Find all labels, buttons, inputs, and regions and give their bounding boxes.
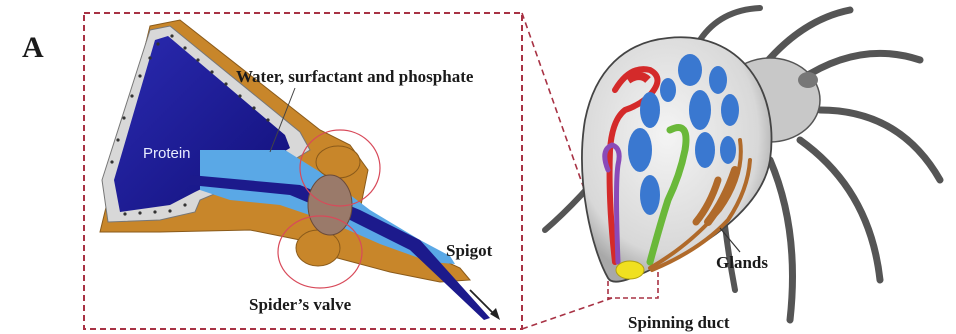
label-glands: Glands	[716, 253, 768, 272]
eye-cluster	[798, 72, 818, 88]
label-spigot: Spigot	[446, 241, 493, 260]
label-water: Water, surfactant and phosphate	[236, 67, 474, 86]
valve-bulb-lower	[296, 230, 340, 266]
label-protein: Protein	[143, 145, 191, 162]
spinning-duct-blob	[616, 261, 644, 279]
callout-connector-bottom	[522, 298, 612, 329]
label-valve: Spider’s valve	[249, 295, 352, 314]
panel-letter: A	[22, 31, 44, 64]
label-duct: Spinning duct	[628, 313, 730, 332]
spider-illustration	[545, 8, 940, 320]
gland-cross-section	[100, 20, 500, 320]
exit-arrow-head	[490, 308, 500, 320]
valve-bulb-upper	[316, 146, 360, 178]
